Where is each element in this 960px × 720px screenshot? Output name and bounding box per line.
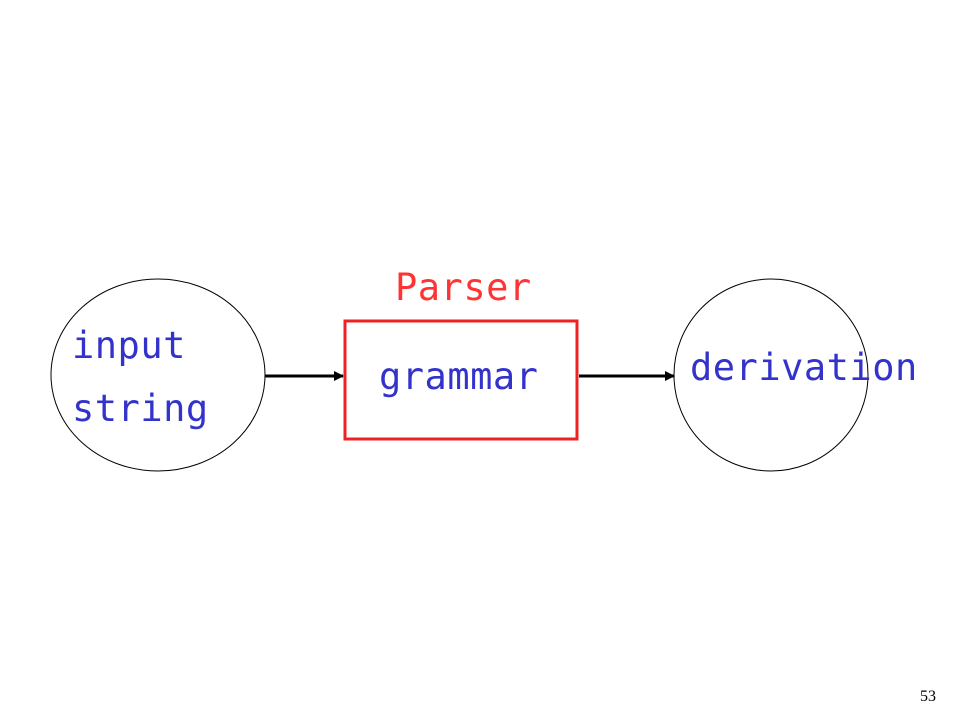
page-number: 53 [920,688,936,705]
string-label: string [72,387,209,430]
input-string-node [50,278,266,472]
grammar-box [343,319,579,441]
grammar-label: grammar [379,355,538,398]
parser-title: Parser [395,266,532,309]
derivation-label: derivation [690,346,918,389]
input-label: input [72,324,186,367]
